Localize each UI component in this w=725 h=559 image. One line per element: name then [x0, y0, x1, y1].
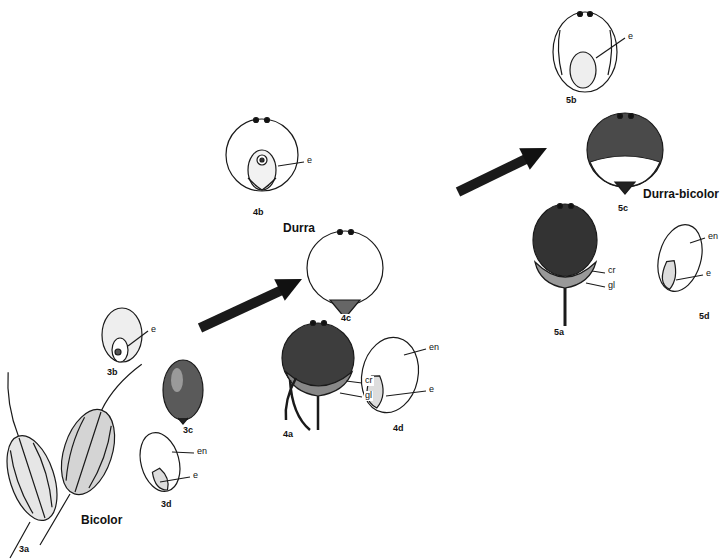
part-letter: en [196, 447, 208, 457]
figure-number: 5d [698, 312, 711, 322]
figure-number: 5b [565, 96, 578, 106]
figure-number: 4d [392, 424, 405, 434]
figure-number: 3a [18, 545, 30, 555]
part-letter: gl [364, 391, 373, 401]
part-letter: gl [607, 281, 616, 291]
figure-number: 5a [553, 328, 565, 338]
part-letter: cr [364, 376, 374, 386]
part-letter: en [707, 232, 719, 242]
part-letter: en [428, 343, 440, 353]
figure-number: 4a [282, 430, 294, 440]
part-letter: e [627, 32, 634, 42]
figure-number: 3d [160, 500, 173, 510]
part-letter: cr [607, 266, 617, 276]
group-name: Durra-bicolor [642, 188, 720, 201]
figure-number: 5c [617, 204, 629, 214]
figure-number: 4b [252, 208, 265, 218]
part-letter: e [705, 269, 712, 279]
figure-number: 3b [106, 368, 119, 378]
part-letter: e [192, 471, 199, 481]
group-name: Bicolor [80, 514, 123, 527]
part-letter: e [306, 156, 313, 166]
figure-number: 4c [340, 314, 352, 324]
part-letter: e [428, 385, 435, 395]
group-name: Durra [282, 222, 316, 235]
figure-number: 3c [182, 426, 194, 436]
part-letter: e [150, 325, 157, 335]
